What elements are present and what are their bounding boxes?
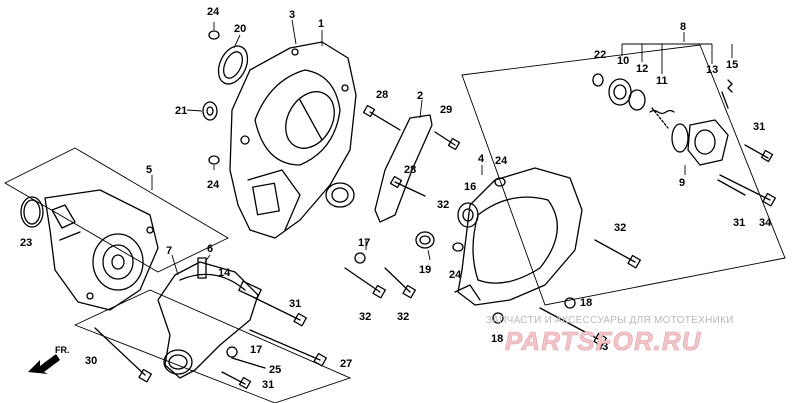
shaft-assembly-8 [592,73,733,166]
watermark: ЗАПЧАСТИ И АКСЕССУАРЫ ДЛЯ МОТОТЕХНИКИ PA… [486,315,734,356]
callout-23: 23 [20,237,32,249]
watermark-logo: PARTSFOR.RU [505,326,702,356]
callout-29: 29 [440,104,452,116]
callout-numbers-set: 1 2 3 4 5 6 7 8 9 10 11 12 13 14 15 16 1… [20,6,772,391]
callout-32b: 32 [397,311,409,323]
callout-18a: 18 [580,297,592,309]
callout-8: 8 [680,21,686,33]
callout-7: 7 [166,245,172,257]
callout-18b: 18 [491,333,503,345]
callout-27: 27 [340,358,352,370]
callout-17a: 17 [358,237,370,249]
callout-24b: 24 [207,179,220,191]
callout-3: 3 [289,9,295,21]
callout-25: 25 [269,364,281,376]
leader-lines [151,19,733,276]
water-pump-body [44,189,159,311]
callout-28b: 28 [404,164,416,176]
callout-16: 16 [464,181,476,193]
callout-1: 1 [318,18,324,30]
callout-14: 14 [218,267,231,279]
callout-32d: 32 [614,222,626,234]
callout-10: 10 [617,55,629,67]
direction-label: FR. [55,345,70,355]
pump-group-frame [4,147,229,273]
cover-group-frame [461,44,786,306]
o-ring-23 [20,196,44,228]
callout-19: 19 [419,264,431,276]
watermark-caption: ЗАПЧАСТИ И АКСЕССУАРЫ ДЛЯ МОТОТЕХНИКИ [486,315,734,326]
dowel-pins-24 [208,30,506,252]
front-direction-arrow: FR. [28,345,70,374]
right-side-cover [454,167,583,306]
callout-12: 12 [636,63,648,75]
callout-9: 9 [679,177,685,189]
callout-30: 30 [85,355,97,367]
callout-31b: 31 [262,379,274,391]
callout-32c: 32 [437,199,449,211]
callout-5: 5 [146,164,152,176]
callout-33: 33 [596,341,608,353]
callout-31a: 31 [289,298,301,310]
callout-22: 22 [594,49,606,61]
gasket-2 [374,114,433,223]
callout-24c: 24 [495,155,508,167]
callout-17b: 17 [250,344,262,356]
callout-13: 13 [706,64,718,76]
callout-20: 20 [234,23,246,35]
callout-15: 15 [726,59,738,71]
assembly-frames [4,44,786,403]
callout-2: 2 [417,90,423,102]
callout-11: 11 [656,75,668,87]
callout-24a: 24 [207,6,220,18]
seal-19 [415,231,435,249]
lower-bolt-frame [73,289,352,403]
callout-34: 34 [759,217,772,229]
collar-21 [202,101,218,121]
callout-31d: 31 [733,217,745,229]
callout-31c: 31 [753,121,765,133]
crankcase-cover [229,41,357,239]
callout-6: 6 [207,243,213,255]
bolts [94,104,776,390]
callout-21: 21 [175,105,187,117]
oil-seal-20 [217,45,249,85]
callout-32a: 32 [359,311,371,323]
callout-28a: 28 [376,89,388,101]
callout-4: 4 [478,153,485,165]
callout-24d: 24 [449,269,462,281]
water-outlet-housing [157,257,262,379]
